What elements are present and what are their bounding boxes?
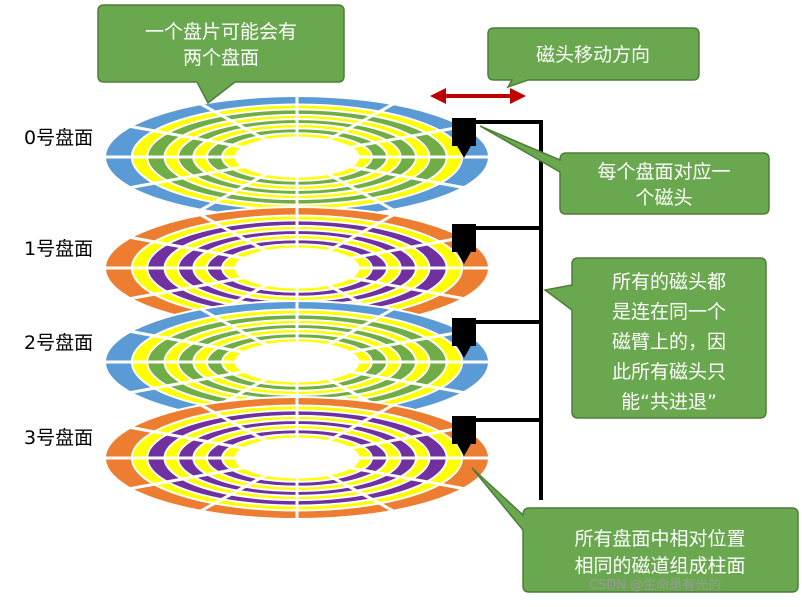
sector-divider [326,473,396,514]
callout-cylinder-line-1: 所有盘面中相对位置 [574,528,745,550]
read-write-head-icon [452,118,476,158]
sector-divider [127,165,245,190]
callout-head-per-surface-line-2: 个磁头 [635,187,692,209]
platter-0 [101,94,493,220]
sector-divider [349,329,467,354]
callout-two-surfaces-line-2: 两个盘面 [183,47,259,69]
sector-divider [326,402,396,443]
read-write-head-icon [452,416,476,456]
callout-cylinder-line-2: 相同的磁道组成柱面 [574,555,745,577]
sector-divider [198,473,268,514]
sector-divider [198,101,268,142]
spindle-hole [234,437,360,479]
read-write-heads [452,118,476,456]
read-write-head-icon [452,224,476,264]
sector-divider [127,124,245,149]
sector-divider [349,276,467,301]
sector-divider [127,466,245,491]
callout-same-arm-line-4: 此所有磁头只 [612,361,726,383]
callout-cylinder: 所有盘面中相对位置 相同的磁道组成柱面 [471,467,799,593]
spindle-hole [234,341,360,383]
sector-divider [198,306,268,347]
callout-same-arm-line-2: 是连在同一个 [612,301,726,323]
platter-stack [101,94,493,521]
callout-same-arm-line-1: 所有的磁头都 [612,271,726,293]
callout-two-surfaces-line-1: 一个盘片可能会有 [145,21,297,43]
callout-head-per-surface: 每个盘面对应一 个磁头 [479,125,770,215]
sector-divider [198,212,268,253]
sector-divider [127,276,245,301]
platter-label-3: 3号盘面 [24,427,93,449]
sector-divider [326,212,396,253]
spindle-hole [234,247,360,289]
callout-head-direction-text: 磁头移动方向 [536,44,650,66]
read-write-head-icon [452,318,476,358]
callout-same-arm: 所有的磁头都 是连在同一个 磁臂上的，因 此所有磁头只 能“共进退” [543,257,767,419]
sector-divider [349,370,467,395]
sector-divider [198,402,268,443]
platter-label-0: 0号盘面 [24,127,93,149]
callout-same-arm-line-3: 磁臂上的，因 [612,331,726,353]
spindle-hole [234,136,360,178]
sector-divider [127,235,245,260]
sector-divider [326,101,396,142]
watermark: CSDN @生命是有光的 [589,577,721,593]
callout-head-direction: 磁头移动方向 [487,27,700,89]
callout-head-per-surface-line-1: 每个盘面对应一 [597,161,730,183]
sector-divider [127,425,245,450]
platter-3 [101,395,493,521]
sector-divider [326,172,396,213]
actuator-arm [473,120,543,500]
platter-2 [101,299,493,425]
sector-divider [198,172,268,213]
sector-divider [127,370,245,395]
platter-label-2: 2号盘面 [24,332,93,354]
sector-divider [349,124,467,149]
callout-two-surfaces: 一个盘片可能会有 两个盘面 [97,4,345,105]
sector-divider [349,235,467,260]
sector-divider [349,425,467,450]
sector-divider [127,329,245,354]
sector-divider [349,466,467,491]
sector-divider [349,165,467,190]
platter-label-1: 1号盘面 [24,238,93,260]
sector-divider [326,306,396,347]
callout-same-arm-line-5: 能“共进退” [621,391,717,413]
